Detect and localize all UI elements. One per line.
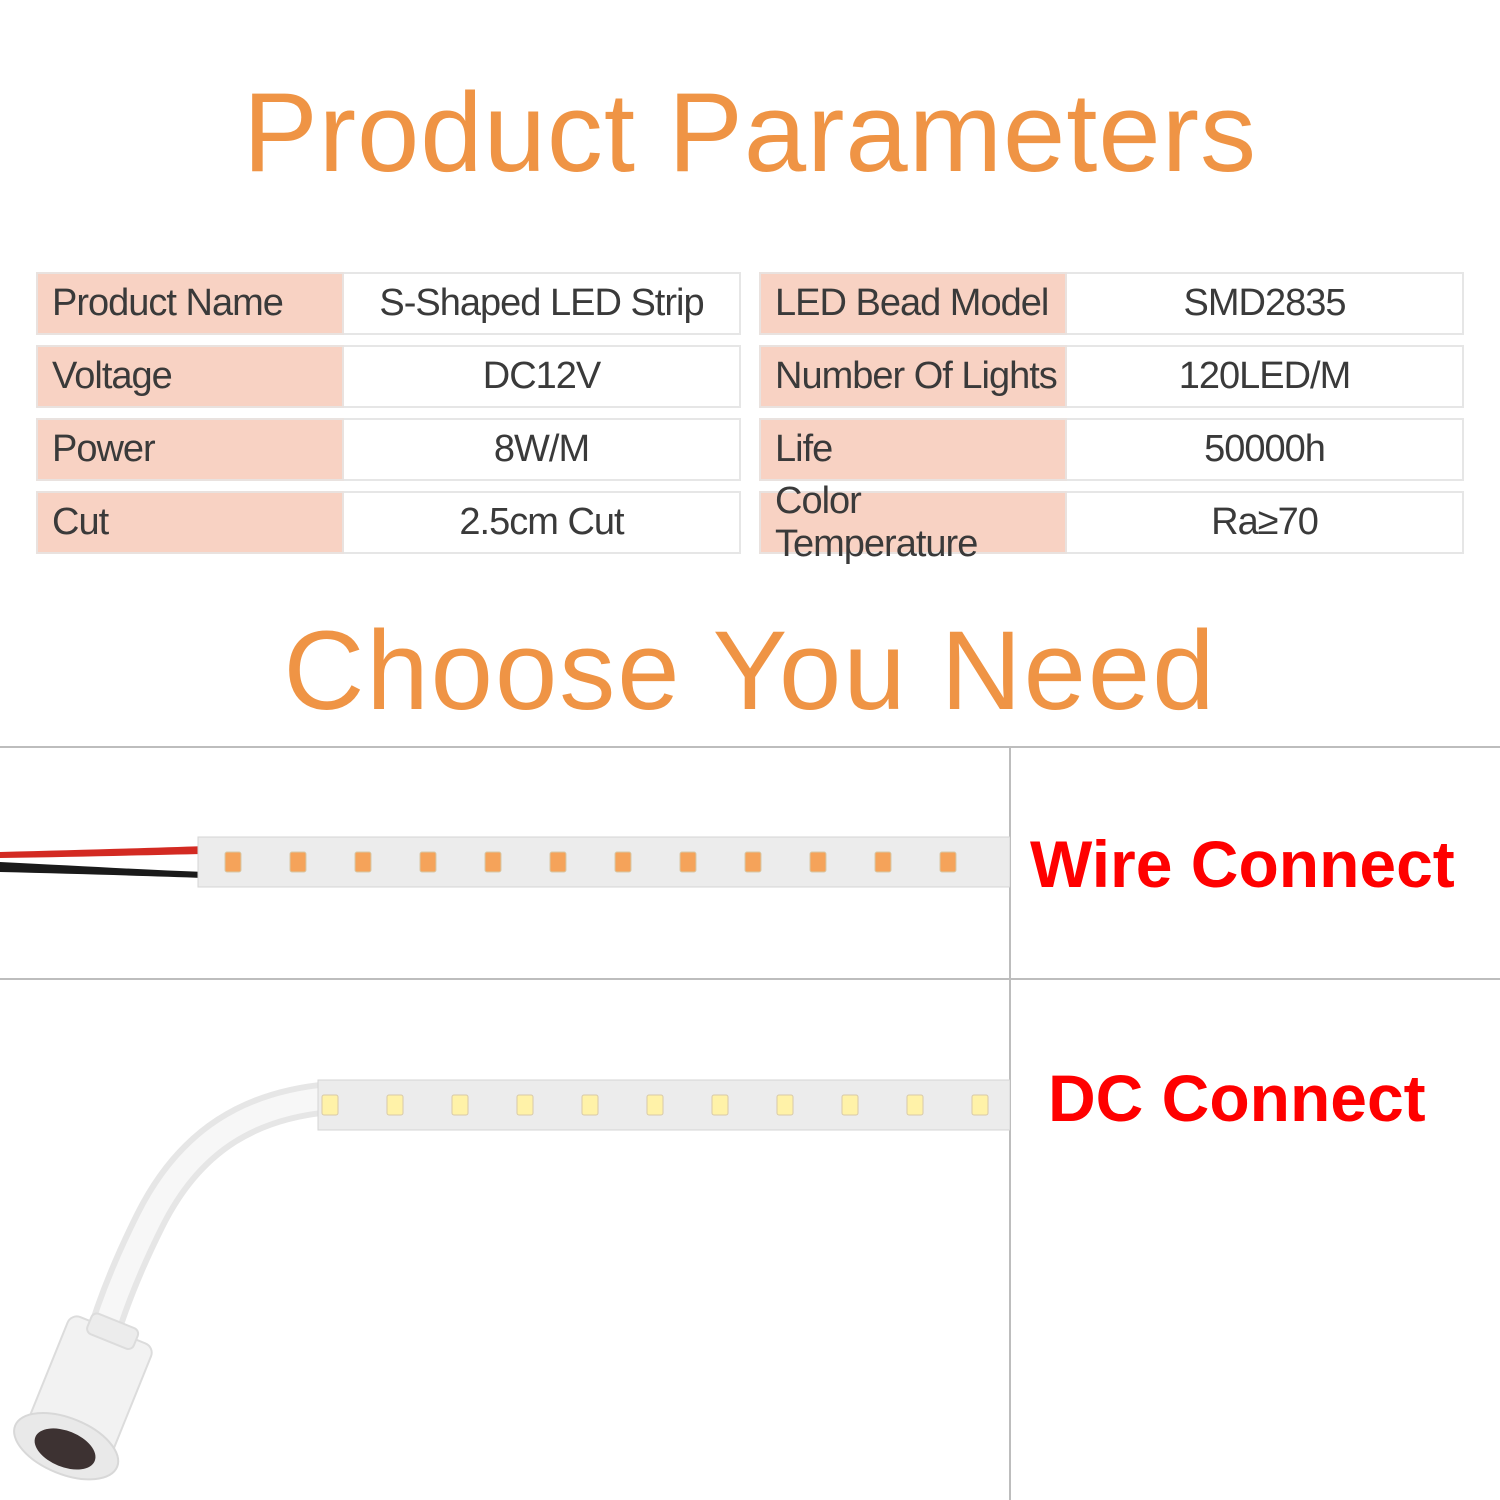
table-row: Life 50000h bbox=[759, 418, 1464, 481]
param-label: Cut bbox=[36, 491, 344, 554]
led-bead bbox=[419, 851, 437, 873]
led-bead bbox=[614, 851, 632, 873]
dc-connect-label: DC Connect bbox=[1048, 1061, 1426, 1135]
led-bead bbox=[484, 851, 502, 873]
param-value: DC12V bbox=[344, 345, 741, 408]
param-label: LED Bead Model bbox=[759, 272, 1067, 335]
table-row: Voltage DC12V bbox=[36, 345, 741, 408]
led-beads bbox=[321, 1094, 989, 1116]
table-row: Color Temperature Ra≥70 bbox=[759, 480, 1464, 565]
choose-title: Choose You Need bbox=[283, 608, 1217, 733]
led-bead bbox=[646, 1094, 664, 1116]
param-value: Ra≥70 bbox=[1067, 491, 1464, 554]
led-strip bbox=[317, 1079, 1010, 1131]
table-row: Power 8W/M bbox=[36, 418, 741, 481]
param-value: 2.5cm Cut bbox=[344, 491, 741, 554]
led-bead bbox=[809, 851, 827, 873]
led-bead bbox=[939, 851, 957, 873]
param-value: 120LED/M bbox=[1067, 345, 1464, 408]
led-bead bbox=[516, 1094, 534, 1116]
black-wire bbox=[0, 862, 205, 878]
led-bead bbox=[549, 851, 567, 873]
led-bead bbox=[386, 1094, 404, 1116]
led-beads bbox=[224, 851, 957, 873]
led-bead bbox=[971, 1094, 989, 1116]
table-row: Cut 2.5cm Cut bbox=[36, 491, 741, 554]
led-bead bbox=[679, 851, 697, 873]
param-label: Voltage bbox=[36, 345, 344, 408]
divider bbox=[0, 978, 1500, 980]
red-wire bbox=[0, 846, 205, 858]
led-bead bbox=[354, 851, 372, 873]
led-bead bbox=[744, 851, 762, 873]
param-label: Power bbox=[36, 418, 344, 481]
led-bead bbox=[906, 1094, 924, 1116]
param-value: 50000h bbox=[1067, 418, 1464, 481]
dc-jack bbox=[13, 1312, 153, 1481]
wire-connect-strip-image bbox=[0, 836, 1010, 888]
param-label: Number Of Lights bbox=[759, 345, 1067, 408]
table-row: Number Of Lights 120LED/M bbox=[759, 345, 1464, 408]
param-label: Product Name bbox=[36, 272, 344, 335]
led-bead bbox=[841, 1094, 859, 1116]
led-bead bbox=[289, 851, 307, 873]
led-bead bbox=[451, 1094, 469, 1116]
led-bead bbox=[874, 851, 892, 873]
table-row: LED Bead Model SMD2835 bbox=[759, 272, 1464, 335]
wire-connect-label: Wire Connect bbox=[1030, 827, 1455, 901]
led-bead bbox=[321, 1094, 339, 1116]
param-value: S-Shaped LED Strip bbox=[344, 272, 741, 335]
dc-connect-strip-image bbox=[13, 1079, 1010, 1481]
led-bead bbox=[776, 1094, 794, 1116]
table-row: Product Name S-Shaped LED Strip bbox=[36, 272, 741, 335]
parameters-table-left: Product Name S-Shaped LED Strip Voltage … bbox=[36, 272, 741, 564]
parameters-title: Product Parameters bbox=[243, 70, 1257, 195]
led-bead bbox=[581, 1094, 599, 1116]
param-value: SMD2835 bbox=[1067, 272, 1464, 335]
led-bead bbox=[224, 851, 242, 873]
param-value: 8W/M bbox=[344, 418, 741, 481]
param-label: Life bbox=[759, 418, 1067, 481]
param-label: Color Temperature bbox=[759, 480, 1067, 565]
divider bbox=[1009, 748, 1011, 1500]
parameters-table-right: LED Bead Model SMD2835 Number Of Lights … bbox=[759, 272, 1464, 565]
led-bead bbox=[711, 1094, 729, 1116]
divider bbox=[0, 746, 1500, 748]
